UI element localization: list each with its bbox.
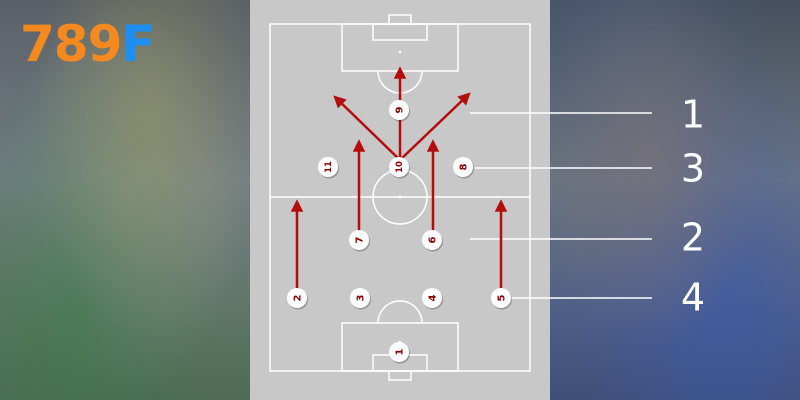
- player-number: 5: [497, 294, 508, 301]
- callout-label: 3: [681, 147, 705, 191]
- player-number: 4: [428, 294, 439, 301]
- player-marker: 1: [389, 342, 410, 364]
- player-number: 8: [459, 163, 470, 170]
- top-penalty-spot: [398, 50, 402, 54]
- player-marker: 7: [349, 230, 370, 252]
- blurred-background-left: [0, 0, 250, 400]
- brand-logo-accent: F: [121, 15, 155, 73]
- player-marker: 11: [318, 157, 339, 179]
- player-number: 1: [395, 348, 406, 355]
- player-number: 3: [356, 294, 367, 301]
- player-number: 9: [395, 106, 406, 113]
- player-marker-icon: [287, 288, 307, 308]
- player-marker: 4: [422, 288, 443, 310]
- player-marker-icon: [350, 288, 370, 308]
- callout-label: 2: [681, 216, 705, 260]
- center-spot: [398, 195, 402, 199]
- brand-logo-main: 789: [20, 15, 122, 73]
- arrow-player-10-right: [399, 92, 471, 161]
- pitch: [250, 0, 550, 400]
- player-number: 7: [355, 236, 366, 243]
- players: 1 2 3 4 5 6 7 8 9 10 11: [287, 100, 512, 364]
- player-number: 11: [324, 161, 334, 173]
- player-marker-icon: [422, 230, 442, 250]
- player-marker: 10: [389, 157, 410, 179]
- player-marker-icon: [389, 342, 409, 362]
- player-marker: 2: [287, 288, 308, 310]
- player-number: 10: [395, 161, 405, 173]
- bottom-penalty-arc: [377, 300, 423, 324]
- player-number: 6: [428, 236, 439, 243]
- blurred-background-right: [550, 0, 800, 400]
- player-marker-icon: [318, 157, 338, 177]
- player-marker: 3: [350, 288, 371, 310]
- movement-arrows: [290, 66, 508, 290]
- arrow-player-10-left: [333, 95, 401, 161]
- callout-label: 1: [681, 93, 705, 137]
- player-marker-icon: [349, 230, 369, 250]
- player-marker-icon: [389, 100, 409, 120]
- player-marker: 5: [491, 288, 512, 310]
- player-marker: 6: [422, 230, 443, 252]
- player-marker: 8: [453, 157, 474, 179]
- player-marker-icon: [389, 157, 409, 177]
- player-marker-icon: [422, 288, 442, 308]
- player-number: 2: [293, 294, 304, 301]
- player-marker-icon: [491, 288, 511, 308]
- brand-logo: 789F: [20, 14, 156, 74]
- top-goal: [388, 14, 412, 25]
- player-marker-icon: [453, 157, 473, 177]
- callout-labels: 1 3 2 4: [681, 93, 705, 320]
- callout-label: 4: [681, 276, 705, 320]
- player-marker: 9: [389, 100, 410, 122]
- bottom-goal: [388, 370, 412, 381]
